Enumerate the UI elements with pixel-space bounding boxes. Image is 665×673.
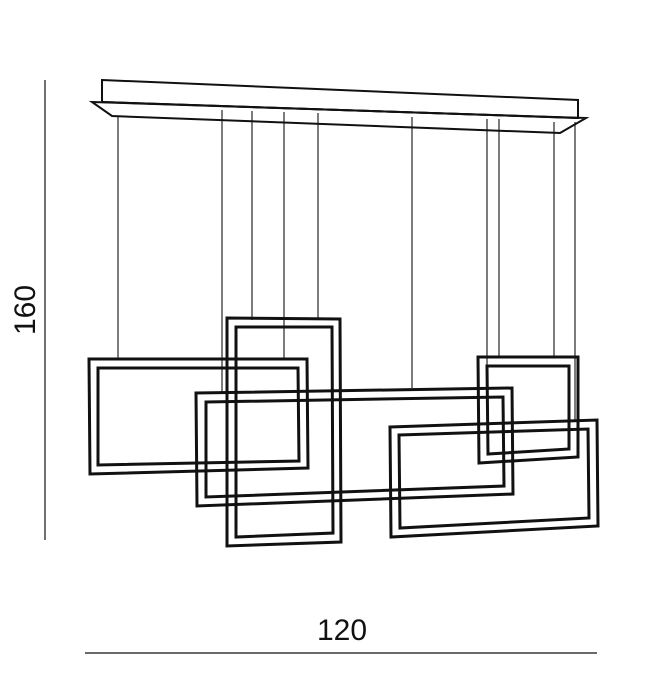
frame-tall-outer xyxy=(225,316,343,548)
width-dimension-label: 120 xyxy=(317,614,367,647)
frame-small-right-outer xyxy=(476,355,580,465)
canopy-edge xyxy=(101,101,579,119)
light-frames xyxy=(87,316,600,548)
frame-left-outer xyxy=(87,357,310,476)
width-dimension: 120 xyxy=(85,614,597,654)
frame-small-right xyxy=(476,355,580,465)
frame-middle-inner xyxy=(204,395,506,499)
frame-small-right-inner xyxy=(485,364,571,456)
canopy-bottom xyxy=(88,100,590,135)
frame-lower-right-outer xyxy=(388,418,600,539)
frame-middle xyxy=(194,386,515,508)
frame-left xyxy=(87,357,310,476)
frame-middle-outer xyxy=(194,386,515,508)
height-dimension: 160 xyxy=(9,80,46,540)
ceiling-canopy xyxy=(88,78,590,135)
height-dimension-label: 160 xyxy=(9,285,42,335)
frame-lower-right-inner xyxy=(397,427,591,530)
canopy-top xyxy=(101,78,579,120)
frame-left-inner xyxy=(96,366,301,467)
frame-lower-right xyxy=(388,418,600,539)
suspension-cables xyxy=(117,110,576,425)
frame-tall-inner xyxy=(234,325,335,539)
frame-tall xyxy=(225,316,343,548)
